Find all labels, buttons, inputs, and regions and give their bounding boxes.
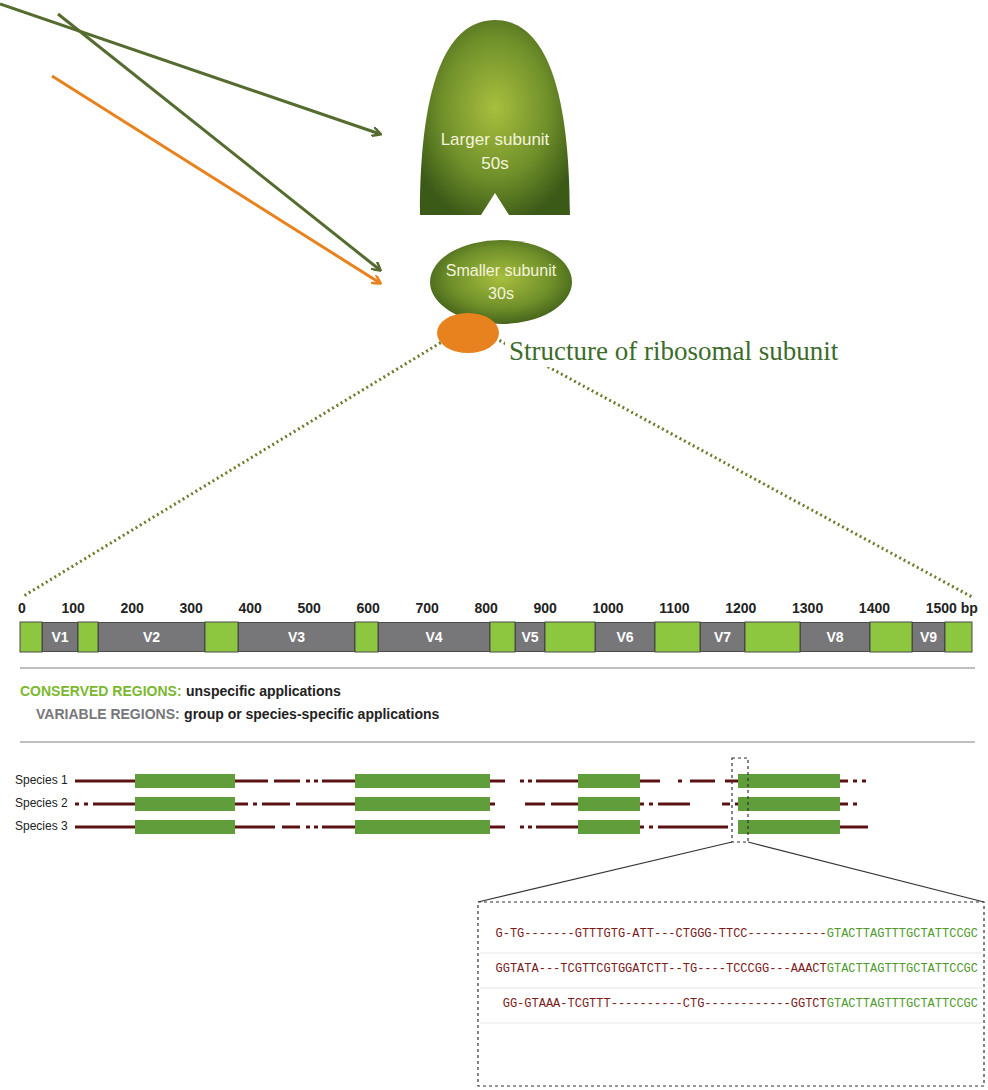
dotted-guide [495, 338, 972, 597]
sequence-row: GGTATA---TCGTTCGTGGATCTT--TG----TCCCGG--… [482, 962, 978, 976]
zoom-box [732, 758, 748, 842]
region-heading: VARIABLE REGIONS: [36, 706, 180, 722]
rule [20, 667, 975, 669]
sequence-row: G-TG-------GTTTGTG-ATT---CTGGG-TTCC-----… [482, 927, 978, 941]
sedimentation-value: 30s [488, 282, 514, 305]
scale-number: 0 [18, 600, 26, 616]
region-label: V4 [425, 629, 442, 645]
subunit-shape: Larger subunit50s [420, 20, 570, 215]
scale-row: 0 100 200 300 400 500 600 700 800 900 1000 1100 1200… [18, 600, 978, 616]
region-heading: CONSERVED REGIONS: [20, 683, 182, 699]
sedimentation-value: 50s [481, 152, 508, 177]
dotted-guide [22, 340, 445, 597]
pointer-line [52, 76, 380, 283]
variable-region: V6 [595, 622, 655, 652]
zoom-line [478, 842, 732, 902]
scale-number: 400 [238, 600, 261, 616]
region-label: V5 [521, 629, 538, 645]
scale-number: 800 [474, 600, 497, 616]
variable-sequence: GGTATA---TCGTTCGTGGATCTT--TG----TCCCGG--… [496, 962, 827, 976]
scale-number: 600 [356, 600, 379, 616]
region-label: V8 [826, 629, 843, 645]
region-label: V7 [714, 629, 731, 645]
text-row: VARIABLE REGIONS: group or species-speci… [36, 705, 439, 723]
region-label: V1 [51, 629, 68, 645]
pointer-line [58, 14, 380, 270]
species-name: Species 3 [15, 819, 68, 833]
scale-number: 100 [61, 600, 84, 616]
variable-region: V8 [800, 622, 870, 652]
conserved-blocks [135, 774, 840, 834]
shape-outline [420, 20, 570, 215]
variable-sequence: GG-GTAAA-TCGTTT----------CTG------------… [503, 997, 827, 1011]
variable-region: V9 [912, 622, 945, 652]
scale-number: 500 [297, 600, 320, 616]
scale-number: 1300 [792, 600, 823, 616]
scale-number: 1000 [592, 600, 623, 616]
conserved-sequence: GTACTTAGTTTGCTATTCCGC [827, 962, 978, 976]
conserved-segments [20, 622, 972, 652]
region-note: group or species-specific applications [184, 706, 439, 722]
region-note: unspecific applications [186, 683, 341, 699]
scale-number: 200 [120, 600, 143, 616]
region-label: V6 [616, 629, 633, 645]
region-label: V9 [920, 629, 937, 645]
zoom-line [748, 842, 984, 902]
text-row: CONSERVED REGIONS: unspecific applicatio… [20, 682, 341, 700]
variable-region: V2 [98, 622, 205, 652]
region-label: V2 [143, 629, 160, 645]
conserved-sequence: GTACTTAGTTTGCTATTCCGC [827, 927, 978, 941]
shape-outline [430, 240, 572, 324]
subunit-name: Larger subunit [441, 128, 550, 153]
variable-region: V3 [238, 622, 355, 652]
scale-number: 1400 [859, 600, 890, 616]
scale-number: 1100 [659, 600, 689, 616]
scale-number: 900 [533, 600, 556, 616]
scale-number: 1500 bp [926, 600, 978, 616]
scale-number: 1200 [725, 600, 756, 616]
scale-number: 700 [415, 600, 438, 616]
variable-region: V7 [700, 622, 745, 652]
variable-region: V1 [42, 622, 78, 652]
region-label: V3 [288, 629, 305, 645]
rule [20, 741, 975, 743]
section-title: Structure of ribosomal subunit [505, 336, 842, 367]
species-name: Species 1 [15, 773, 68, 787]
subunit-shape: Smaller subunit30s [430, 240, 572, 324]
scale-number: 300 [179, 600, 202, 616]
subunit-name: Smaller subunit [446, 259, 556, 282]
pointer-line [0, 4, 380, 134]
variable-region: V4 [378, 622, 490, 652]
conserved-sequence: GTACTTAGTTTGCTATTCCGC [827, 997, 978, 1011]
variable-region: V5 [515, 622, 545, 652]
species-name: Species 2 [15, 796, 68, 810]
variable-sequence: G-TG-------GTTTGTG-ATT---CTGGG-TTCC-----… [496, 927, 827, 941]
sequence-box [478, 902, 984, 1086]
sequence-row: GG-GTAAA-TCGTTT----------CTG------------… [482, 997, 978, 1011]
